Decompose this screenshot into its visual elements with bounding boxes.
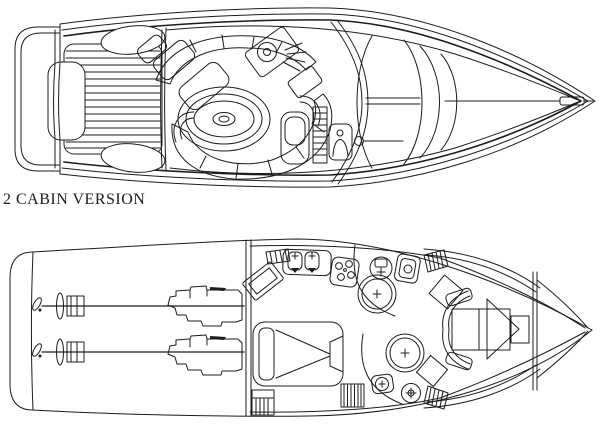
vanity-sink <box>394 253 421 284</box>
propeller-shafts <box>32 292 245 366</box>
toilet <box>401 383 421 403</box>
stern-platform <box>9 251 34 411</box>
cockpit-table <box>177 86 271 152</box>
shaft-coupling <box>66 295 85 317</box>
galley <box>242 248 360 301</box>
cockpit-stairs <box>251 389 275 416</box>
wet-bar <box>280 106 404 165</box>
vanity-sink <box>370 373 394 395</box>
head-door <box>428 274 464 310</box>
shower-stall <box>357 274 397 314</box>
forward-settee <box>155 34 317 85</box>
hull-shelf-lines <box>423 248 589 409</box>
stove <box>329 256 360 288</box>
cockpit-divider <box>160 27 167 171</box>
aft-head <box>361 333 448 405</box>
engine-starboard <box>167 334 243 376</box>
galley-sinks <box>287 251 320 273</box>
aft-corner-seats <box>100 25 166 173</box>
mid-cabin-berth <box>252 321 344 387</box>
settee-armrests <box>173 95 321 143</box>
main-deck-plan <box>14 7 596 188</box>
propeller <box>32 343 42 358</box>
forepeak-bulkhead <box>532 271 538 391</box>
louvered-locker-top <box>423 249 449 273</box>
windshield <box>330 19 369 185</box>
shaft-strut <box>56 292 64 320</box>
transom-seat <box>47 61 86 141</box>
helm-console <box>244 26 323 99</box>
hull-outline-lower-deck <box>32 238 593 417</box>
engine-room-bulkhead <box>245 239 252 417</box>
toilet <box>369 256 393 280</box>
aft-settee <box>171 93 333 180</box>
steering-wheel <box>257 42 277 62</box>
companionway-steps <box>340 383 365 408</box>
caption-2-cabin-version: 2 CABIN VERSION <box>3 191 145 208</box>
bow-cabin <box>423 248 589 409</box>
head-door <box>416 355 448 387</box>
propeller <box>32 297 42 312</box>
side-deck-lines <box>165 25 579 174</box>
helm-seats <box>137 34 230 111</box>
shaft-strut <box>56 338 64 366</box>
shaft-coupling <box>66 341 85 363</box>
lower-deck-plan <box>9 238 593 417</box>
forward-head <box>353 244 464 317</box>
shower-stall <box>385 333 425 373</box>
engine-port <box>167 285 243 327</box>
foredeck-sunpad <box>356 35 594 169</box>
cabin-door <box>287 65 323 99</box>
v-berth <box>445 287 530 371</box>
